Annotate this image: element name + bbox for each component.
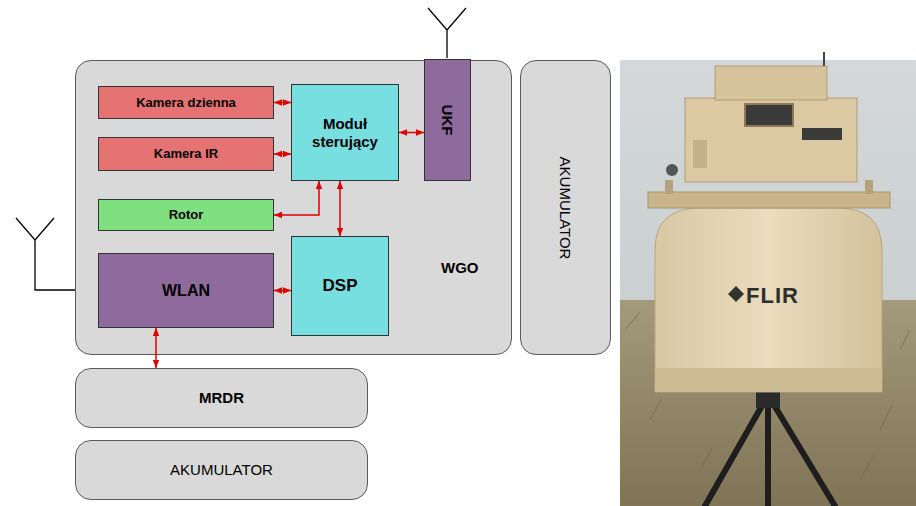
node-label: AKUMULATOR <box>557 156 575 259</box>
signal-arrow <box>274 181 319 215</box>
node-label: Moduł sterujący <box>292 115 398 151</box>
antenna-ukf <box>428 8 466 58</box>
node-label: Kamera dzienna <box>136 95 236 111</box>
battery-panel: AKUMULATOR <box>75 440 368 500</box>
rotor-box: Rotor <box>98 199 274 231</box>
camera-box: Kamera IR <box>98 137 274 171</box>
signal-arrow <box>339 181 341 236</box>
signal-arrow <box>274 102 291 104</box>
node-label: DSP <box>323 276 358 296</box>
node-label: AKUMULATOR <box>170 461 273 479</box>
signal-arrow <box>274 153 291 155</box>
radio-box: UKF <box>424 59 471 181</box>
flir-photo <box>620 52 916 506</box>
camera-box: Kamera dzienna <box>98 86 274 119</box>
node-label: Kamera IR <box>154 146 218 162</box>
node-label: Rotor <box>169 207 204 223</box>
node-label: WLAN <box>162 281 210 300</box>
mrdr-panel: MRDR <box>75 368 368 428</box>
wlan-box: WLAN <box>98 253 274 328</box>
signal-arrow <box>399 132 424 134</box>
signal-arrow <box>155 328 157 368</box>
signal-arrow <box>274 290 291 292</box>
node-label: MRDR <box>199 389 244 407</box>
control-module-box: Moduł sterujący <box>291 84 399 181</box>
brand-logo-text: FLIR <box>746 283 799 309</box>
node-label: WGO <box>441 259 479 277</box>
dsp-box: DSP <box>291 236 389 336</box>
battery-panel: AKUMULATOR <box>520 60 611 355</box>
housing-panel: WGO Kamera dziennaKamera IR Moduł sterując… <box>75 60 512 355</box>
node-label: UKF <box>438 105 456 136</box>
